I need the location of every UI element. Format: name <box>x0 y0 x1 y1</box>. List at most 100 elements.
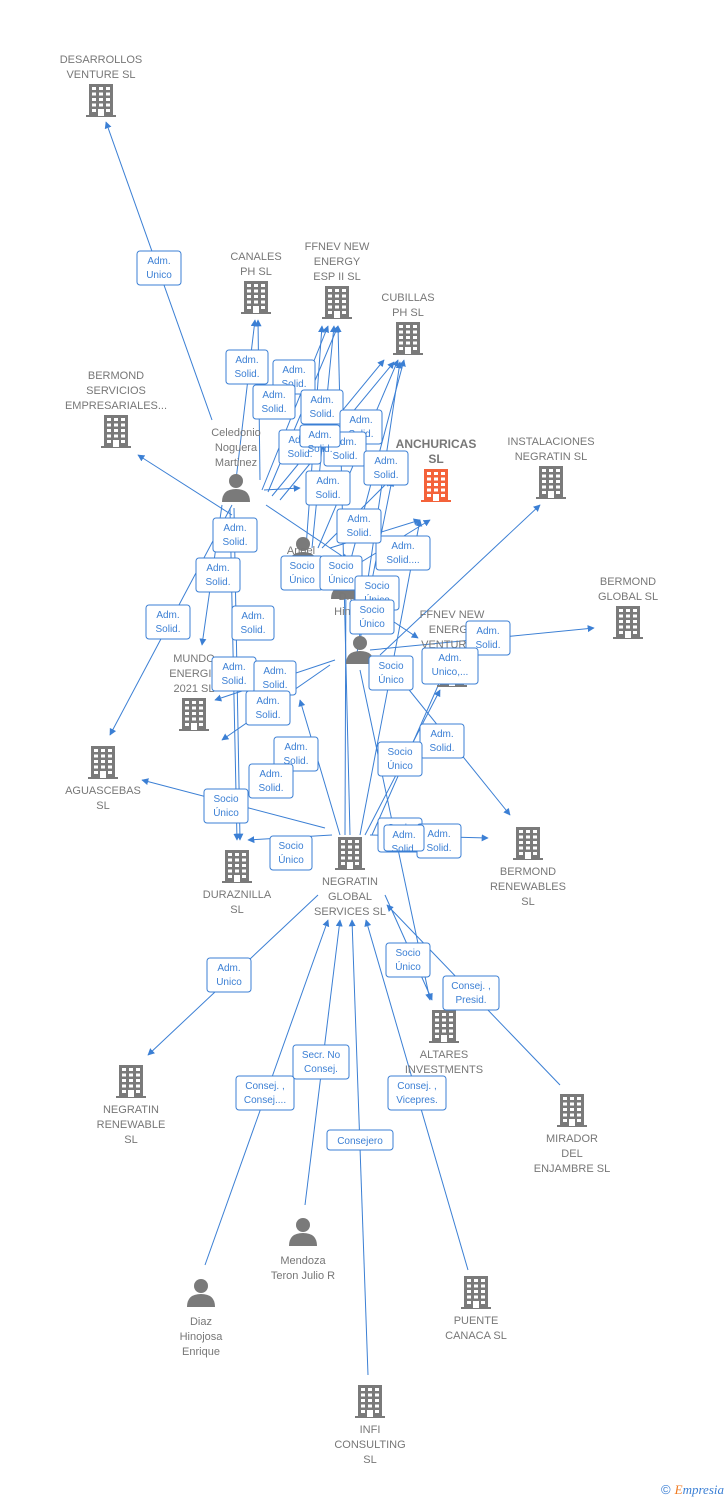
badge-text: Adm. <box>217 963 240 974</box>
node-label: ENERGIA <box>169 668 219 680</box>
node-label: PH SL <box>392 307 424 319</box>
company-node-bermond_serv[interactable]: BERMONDSERVICIOSEMPRESARIALES... <box>65 370 167 448</box>
person-node-p_center[interactable] <box>346 636 374 664</box>
relation-badge[interactable]: Adm.Solid. <box>363 450 409 486</box>
node-label: RENEWABLE <box>97 1119 166 1131</box>
node-label: CANACA SL <box>445 1330 507 1342</box>
badge-text: Adm. <box>374 456 397 467</box>
badge-text: Socio <box>328 561 353 572</box>
badge-text: Solid. <box>426 843 451 854</box>
badge-text: Socio <box>387 747 412 758</box>
badge-text: Solid. <box>262 680 287 691</box>
person-icon <box>289 1218 317 1246</box>
building-icon <box>241 281 271 314</box>
building-icon <box>393 322 423 355</box>
relation-badge[interactable]: Adm. Unico,... <box>421 647 479 685</box>
relation-badge[interactable]: Adm.Solid. <box>248 763 294 799</box>
badge-text: Adm. <box>156 610 179 621</box>
badge-text: Solid. <box>261 404 286 415</box>
badge-text: Solid. <box>429 743 454 754</box>
building-icon <box>222 850 252 883</box>
relation-badge[interactable]: Adm.Unico <box>136 250 182 286</box>
node-label: SL <box>96 800 109 812</box>
relation-badge[interactable]: Consejero <box>326 1129 394 1151</box>
node-label: Hinojosa <box>180 1331 224 1343</box>
relation-badge[interactable]: Adm.Solid. <box>299 424 341 455</box>
relation-badge[interactable]: Adm.Solid. <box>245 690 291 726</box>
relation-badge[interactable]: Adm.Solid. <box>253 660 297 696</box>
relation-badge[interactable]: Adm. Unico <box>206 957 252 993</box>
badge-text: Solid. <box>475 640 500 651</box>
relation-badge[interactable]: Consej. ,Presid. <box>442 975 500 1011</box>
badge-text: Solid. <box>255 710 280 721</box>
relation-badge[interactable]: Adm.Solid.... <box>375 535 431 571</box>
relation-badge[interactable]: Adm.Solid. <box>416 823 462 859</box>
relation-badge[interactable]: Adm.Solid. <box>145 604 191 640</box>
relation-badge[interactable]: Adm.Solid. <box>419 723 465 759</box>
badge-text: Solid. <box>309 409 334 420</box>
node-label: FFNEV NEW <box>420 609 485 621</box>
node-label: ENERGY <box>314 256 361 268</box>
relation-badge[interactable]: Adm.Solid. <box>231 605 275 641</box>
node-label: DEL <box>561 1148 582 1160</box>
copyright-notice[interactable]: ©Empresia <box>661 1482 724 1498</box>
node-label: ENERGY <box>429 624 476 636</box>
badge-text: Unico <box>216 977 242 988</box>
node-label: CUBILLAS <box>381 292 434 304</box>
relation-badge[interactable]: Adm.Solid. <box>465 620 511 656</box>
edge-27 <box>379 504 541 656</box>
node-label: Celedonio <box>211 427 261 439</box>
relation-badge[interactable]: Adm.Solid. <box>195 557 241 593</box>
badge-text: Solid. <box>391 844 416 855</box>
badge-text: Solid. <box>307 444 332 455</box>
relation-badge[interactable]: Adm.Solid. <box>305 470 351 506</box>
badge-text: Adm. <box>438 653 461 664</box>
relation-badge[interactable]: Adm.Solid. <box>383 824 425 855</box>
badge-text: Unico,... <box>432 667 469 678</box>
building-icon <box>513 827 543 860</box>
relation-badge[interactable]: Consej. ,Consej.... <box>235 1075 295 1111</box>
relation-badge[interactable]: Adm.Solid. <box>336 508 382 544</box>
relation-badge[interactable]: Adm.Solid. <box>252 384 296 420</box>
relation-badge[interactable]: Consej. ,Vicepres. <box>387 1075 447 1111</box>
relation-badge[interactable]: Adm.Solid. <box>211 656 257 692</box>
badge-text: Consej. , <box>397 1081 436 1092</box>
node-label: DURAZNILLA <box>203 889 272 901</box>
node-label: Diaz <box>190 1316 212 1328</box>
relation-badge[interactable]: Adm.Solid. <box>273 736 319 772</box>
relation-badge[interactable]: Adm.Solid. <box>212 517 258 553</box>
relation-badge[interactable]: Adm.Solid. <box>300 389 344 425</box>
company-node-cubillas[interactable]: CUBILLAS PH SL <box>381 292 435 355</box>
node-label: SL <box>428 452 443 466</box>
badge-text: Único <box>328 573 354 586</box>
relation-badge[interactable]: Adm.Solid. <box>225 349 269 385</box>
